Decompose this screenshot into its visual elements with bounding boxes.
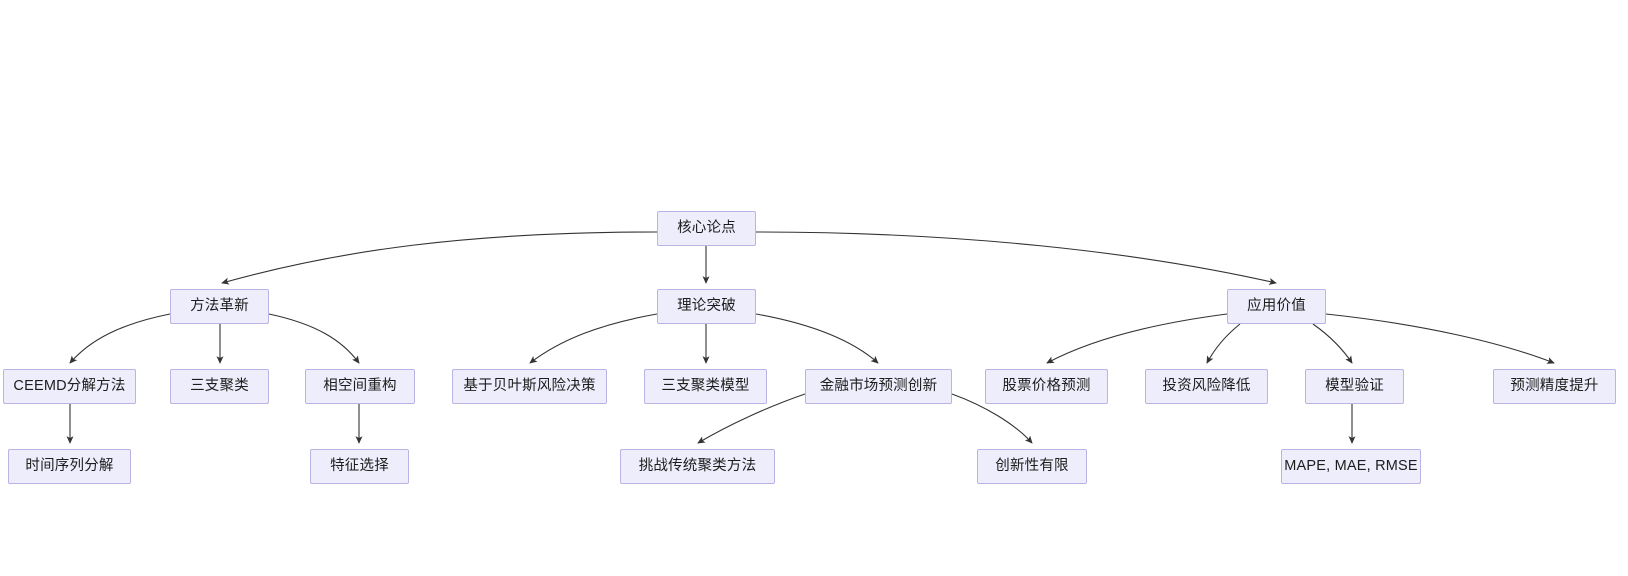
node-label: 挑战传统聚类方法: [638, 458, 757, 475]
edge-root-to-l1a: [221, 231, 658, 285]
node-l3b3b[interactable]: 创新性有限: [977, 449, 1087, 484]
node-label: 股票价格预测: [1002, 378, 1091, 395]
edge-l1c-to-l2c3: [1312, 323, 1353, 364]
node-l2b2[interactable]: 三支聚类模型: [644, 369, 767, 404]
node-l1c[interactable]: 应用价值: [1227, 289, 1326, 324]
node-label: 时间序列分解: [25, 458, 114, 475]
node-root[interactable]: 核心论点: [657, 211, 756, 246]
node-label: 模型验证: [1325, 378, 1384, 395]
edge-l1a-to-l2a1: [69, 313, 171, 364]
node-label: MAPE, MAE, RMSE: [1284, 458, 1418, 475]
node-l2c1[interactable]: 股票价格预测: [985, 369, 1108, 404]
node-label: 三支聚类: [190, 378, 249, 395]
node-l2c3[interactable]: 模型验证: [1305, 369, 1404, 404]
node-label: 投资风险降低: [1162, 378, 1251, 395]
node-l2a3[interactable]: 相空间重构: [305, 369, 415, 404]
node-l2c2[interactable]: 投资风险降低: [1145, 369, 1268, 404]
edge-group: [66, 231, 1555, 444]
node-label: 三支聚类模型: [661, 378, 750, 395]
node-l2a2[interactable]: 三支聚类: [170, 369, 269, 404]
edge-root-to-l1c: [755, 231, 1277, 285]
edge-l1b-to-l2b3: [755, 313, 879, 364]
node-l2a1[interactable]: CEEMD分解方法: [3, 369, 136, 404]
node-l3a3[interactable]: 特征选择: [310, 449, 409, 484]
node-label: 相空间重构: [323, 378, 397, 395]
node-label: 核心论点: [677, 220, 736, 237]
node-label: 应用价值: [1247, 298, 1306, 315]
edge-l1a-to-l2a3: [268, 313, 360, 364]
node-l3c3[interactable]: MAPE, MAE, RMSE: [1281, 449, 1421, 484]
node-label: 理论突破: [677, 298, 736, 315]
node-label: 特征选择: [330, 458, 389, 475]
node-l3b3a[interactable]: 挑战传统聚类方法: [620, 449, 775, 484]
node-l2c4[interactable]: 预测精度提升: [1493, 369, 1616, 404]
node-label: 金融市场预测创新: [819, 378, 938, 395]
edge-l1c-to-l2c4: [1325, 313, 1555, 364]
edge-l1c-to-l2c1: [1046, 313, 1228, 364]
node-label: CEEMD分解方法: [13, 378, 126, 395]
node-l1b[interactable]: 理论突破: [657, 289, 756, 324]
node-l1a[interactable]: 方法革新: [170, 289, 269, 324]
node-label: 方法革新: [190, 298, 249, 315]
node-label: 预测精度提升: [1510, 378, 1599, 395]
node-l2b3[interactable]: 金融市场预测创新: [805, 369, 952, 404]
node-l2b1[interactable]: 基于贝叶斯风险决策: [452, 369, 607, 404]
node-label: 创新性有限: [995, 458, 1069, 475]
edge-l1b-to-l2b1: [529, 313, 658, 364]
node-label: 基于贝叶斯风险决策: [463, 378, 596, 395]
edge-l1c-to-l2c2: [1206, 323, 1241, 364]
node-l3a1[interactable]: 时间序列分解: [8, 449, 131, 484]
